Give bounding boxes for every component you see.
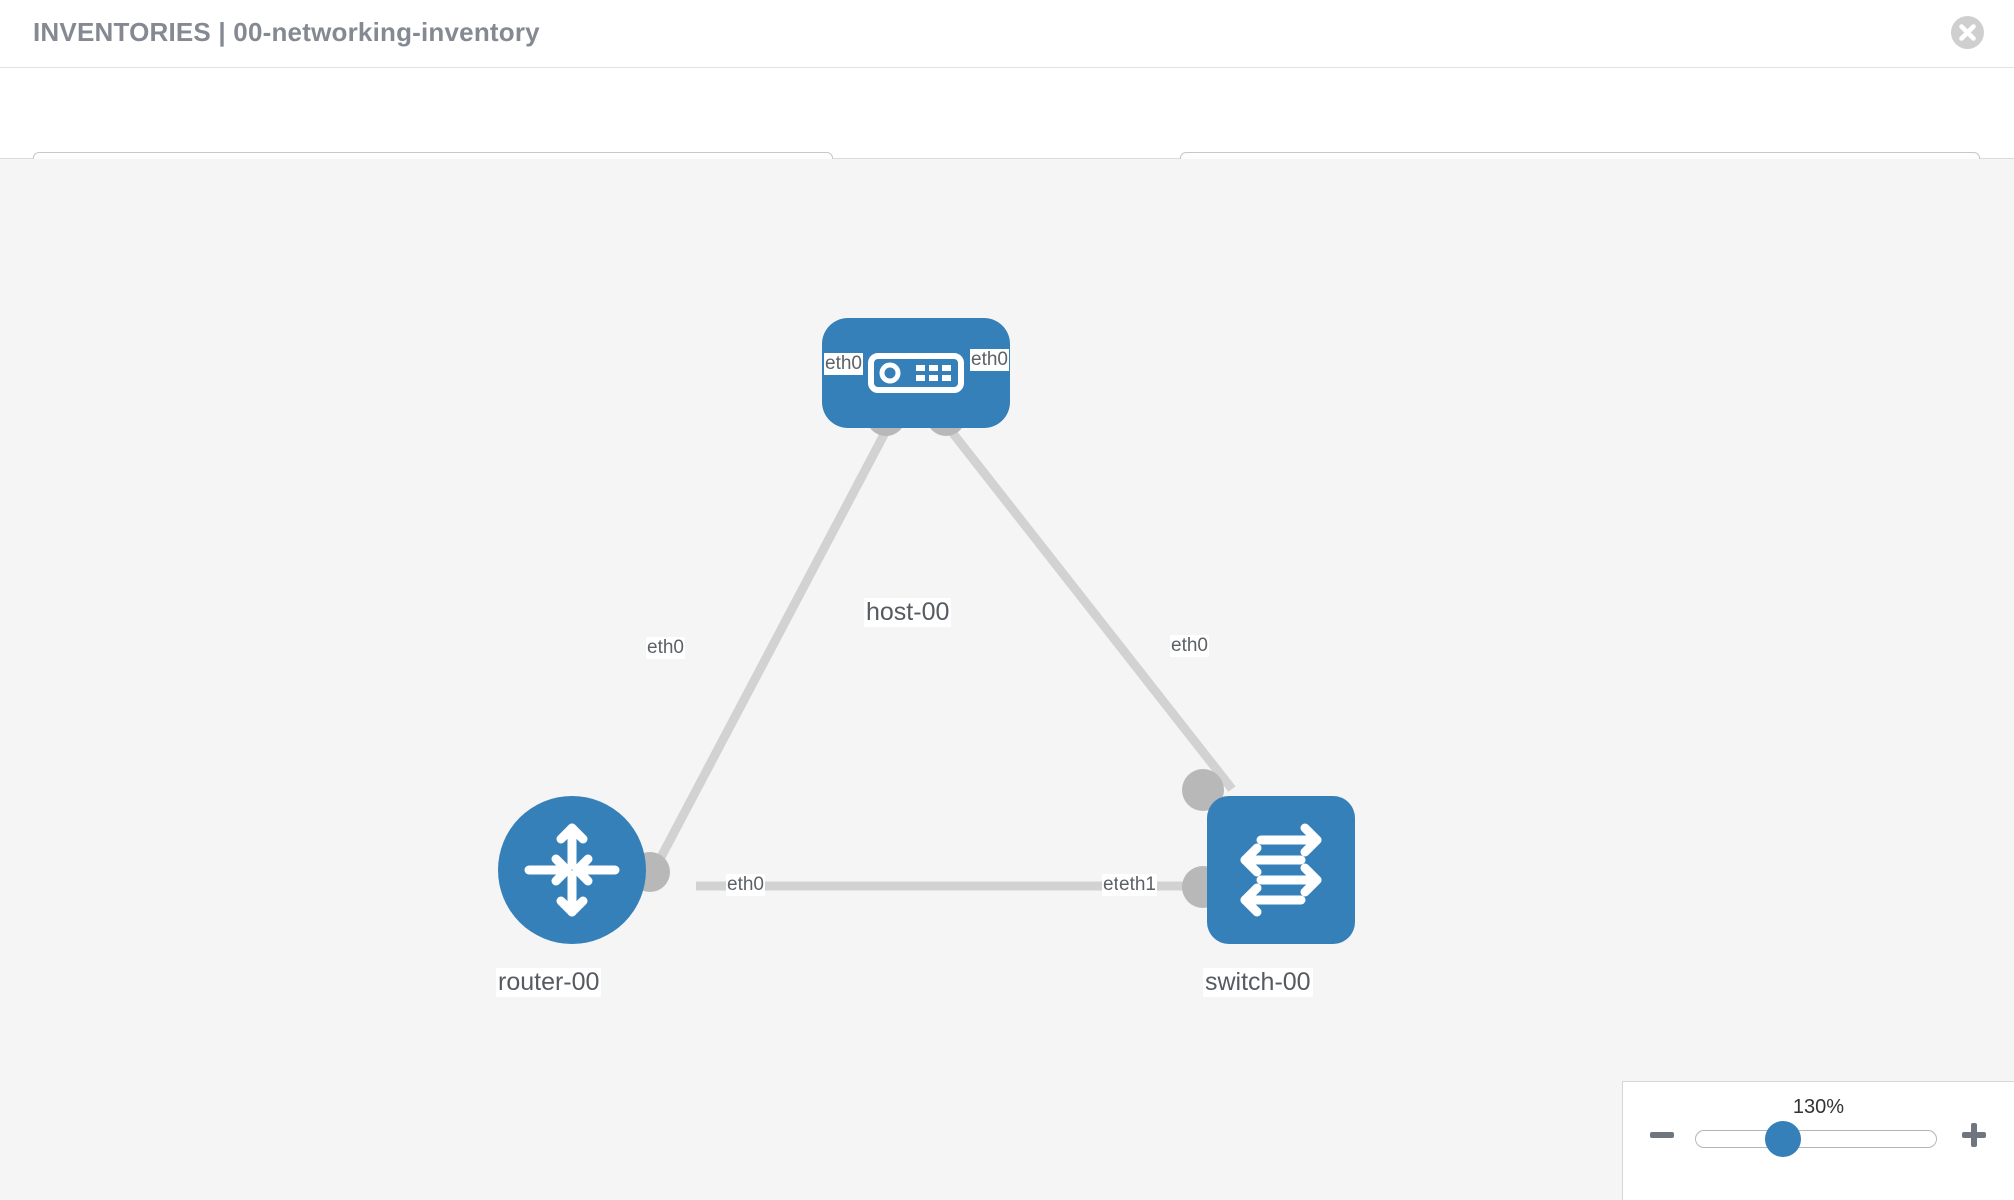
node-router-shape[interactable] [498, 796, 646, 944]
toolbar: ACTIONS SEARCH [0, 68, 2014, 202]
node-label-host-00: host-00 [864, 598, 952, 627]
router-arrows-icon [524, 823, 620, 917]
topology-canvas[interactable]: host-00 [0, 159, 2014, 1200]
link-host-switch [944, 424, 1236, 792]
node-label-switch-00: switch-00 [1203, 968, 1313, 997]
iface-label-host-left: eth0 [824, 353, 863, 375]
iface-label-router-up: eth0 [646, 637, 685, 659]
node-router-00[interactable]: router-00 [496, 796, 670, 997]
switch-arrows-icon [1240, 823, 1322, 917]
iface-label-switch-left: eth1 [1118, 874, 1157, 896]
iface-label-host-right: eth0 [970, 349, 1009, 371]
iface-label-router-right: eth0 [726, 874, 765, 896]
node-switch-shape[interactable] [1207, 796, 1355, 944]
page-header: INVENTORIES | 00-networking-inventory [0, 0, 2014, 68]
link-host-router [656, 424, 892, 862]
close-icon[interactable] [1951, 16, 1984, 49]
zoom-level-value: 130% [1792, 1096, 1845, 1118]
iface-label-switch-up: eth0 [1170, 635, 1209, 657]
node-label-router-00: router-00 [496, 968, 602, 997]
node-switch-00[interactable]: switch-00 [1182, 769, 1355, 997]
server-icon [868, 353, 964, 393]
topology-links [656, 424, 1236, 891]
plus-icon[interactable] [1959, 1120, 1989, 1150]
minus-icon[interactable] [1647, 1120, 1677, 1150]
page-title: INVENTORIES | 00-networking-inventory [33, 17, 540, 47]
zoom-slider-thumb[interactable] [1765, 1121, 1801, 1157]
zoom-slider-track[interactable] [1695, 1130, 1937, 1148]
zoom-control-panel: 130% [1622, 1081, 2014, 1200]
